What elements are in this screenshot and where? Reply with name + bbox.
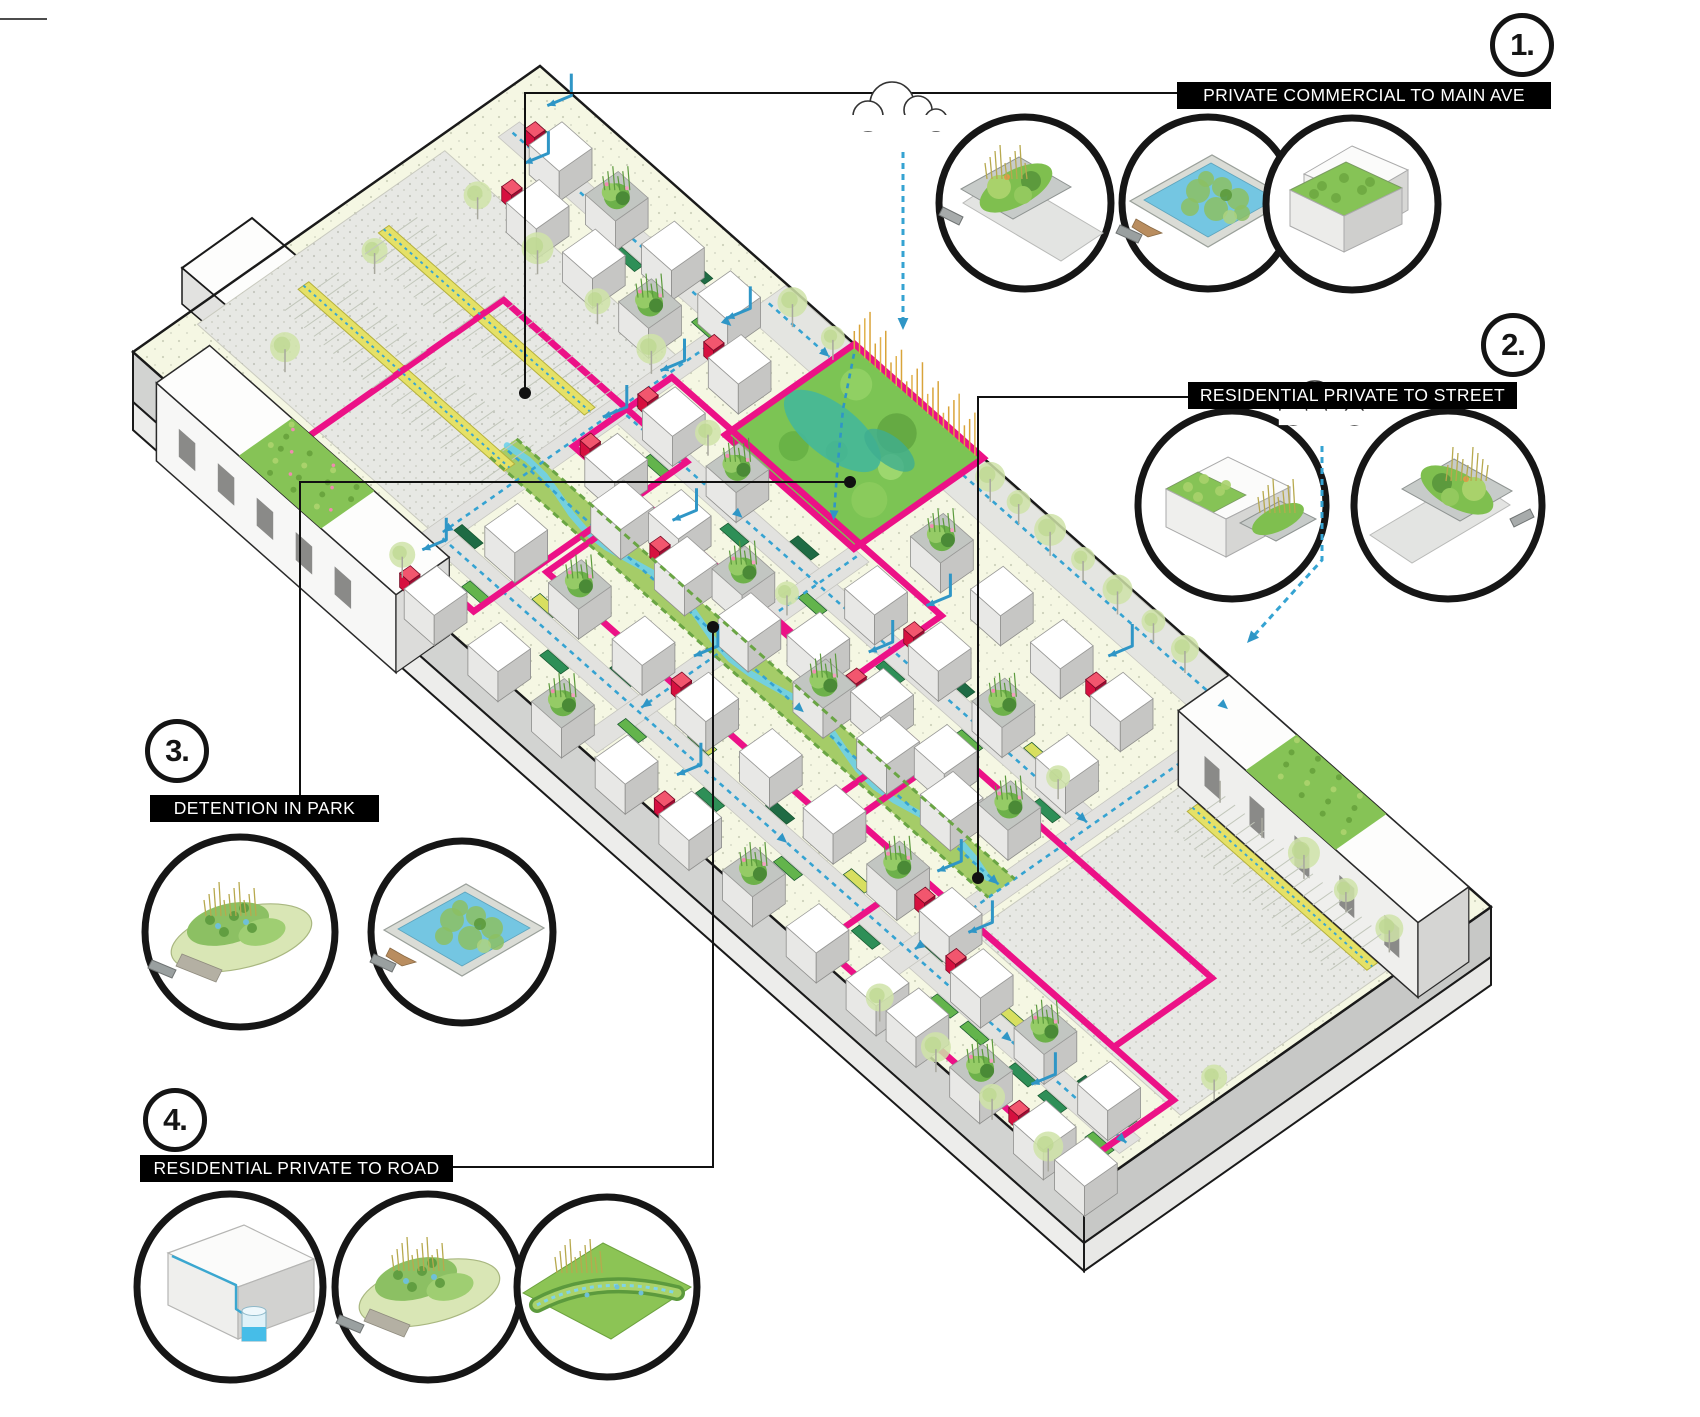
tree: [521, 232, 554, 265]
tree: [1333, 877, 1358, 902]
green-roof-commercial-building-icon: [1288, 145, 1410, 253]
tree: [463, 181, 492, 210]
house-with-roof-planter: [949, 1043, 1014, 1125]
tree: [1006, 490, 1031, 515]
house-cube: [1089, 671, 1154, 753]
label-residential-private-to-street: RESIDENTIAL PRIVATE TO STREET: [1188, 382, 1517, 409]
tree: [774, 581, 799, 606]
callout-badge-3: 3.: [145, 719, 209, 783]
park-detention-pond-icon: [335, 1236, 501, 1338]
vegetated-detention-basin-icon: [1115, 154, 1292, 248]
house-cube: [561, 228, 626, 310]
tree: [920, 1032, 951, 1063]
callout-badge-4: 4.: [143, 1088, 207, 1152]
vignette-circle-vegetated-swale: [513, 1193, 701, 1381]
house-cube: [484, 502, 549, 584]
vignette-circle-streetside-stormwater-planter: [1350, 407, 1546, 603]
house-with-roof-planter: [909, 512, 974, 594]
tree: [695, 419, 721, 446]
house-cube: [717, 592, 782, 673]
house-cube: [1053, 1136, 1118, 1218]
tree: [820, 325, 845, 350]
badge-number: 4.: [163, 1102, 188, 1137]
callout-badge-1: 1.: [1490, 13, 1554, 77]
vignette-circle-park-detention-pond: [331, 1190, 525, 1384]
house-cube: [1077, 1060, 1142, 1142]
house-cube: [594, 734, 659, 816]
house-cube: [844, 565, 909, 646]
tree: [1287, 836, 1320, 869]
tree: [1375, 914, 1404, 943]
tree: [1071, 546, 1096, 571]
tree: [636, 333, 667, 364]
tree: [1033, 1131, 1064, 1162]
commercial-building-nw-green-roof: [155, 344, 451, 675]
house-cube: [1029, 618, 1094, 700]
house-with-roof-planter: [584, 170, 649, 252]
streetside-stormwater-planter-icon: [938, 144, 1104, 262]
house-cube: [738, 727, 803, 809]
tree: [584, 288, 611, 315]
house-with-roof-planter: [1013, 1004, 1078, 1086]
green-roof-house-with-planter-icon: [1164, 456, 1318, 558]
badge-number: 2.: [1501, 327, 1526, 362]
rain-cloud-main-icon: [852, 81, 948, 132]
badge-number: 1.: [1510, 27, 1535, 62]
streetside-stormwater-planter-icon: [1369, 446, 1535, 564]
tree: [361, 238, 388, 265]
label-residential-private-to-road: RESIDENTIAL PRIVATE TO ROAD: [140, 1155, 453, 1182]
tree: [270, 332, 301, 363]
tree: [975, 461, 1006, 492]
label-detention-in-park: DETENTION IN PARK: [150, 795, 379, 822]
tree: [1201, 1064, 1228, 1091]
house-cube: [856, 714, 921, 796]
house-cube: [640, 220, 705, 302]
house-cube: [949, 948, 1014, 1029]
label-private-commercial-to-main-ave: PRIVATE COMMERCIAL TO MAIN AVE: [1177, 82, 1551, 109]
tree: [1102, 574, 1133, 605]
tree: [1170, 635, 1199, 664]
house-with-roof-planter: [721, 846, 786, 928]
tree: [389, 541, 416, 568]
tree: [777, 287, 808, 318]
callout-badge-2: 2.: [1481, 313, 1545, 377]
vignette-circle-streetside-stormwater-planter: [935, 113, 1115, 293]
vignette-circle-vegetated-detention-basin: [367, 837, 557, 1027]
house-with-roof-planter: [866, 840, 931, 922]
house-cube: [802, 784, 867, 866]
house-cube: [403, 565, 468, 647]
park-detention-pond-icon: [147, 881, 313, 983]
leader-lines: [299, 92, 1188, 1168]
tree: [1141, 609, 1166, 634]
tree: [979, 1083, 1006, 1110]
vegetated-detention-basin-icon: [369, 883, 546, 977]
house-cube: [707, 334, 772, 415]
tree: [1046, 765, 1071, 790]
vignette-circle-green-roof-house-with-planter: [1134, 407, 1330, 603]
house-cube: [785, 903, 850, 984]
house-cube: [467, 621, 532, 703]
vegetated-swale-icon: [521, 1238, 693, 1340]
park-detention-area: [725, 344, 984, 549]
vignette-circle-green-roof-commercial-building: [1262, 114, 1442, 294]
zone-outline: [719, 339, 989, 553]
house-cube: [907, 621, 972, 703]
house-with-roof-planter: [971, 677, 1036, 759]
vignette-circle-park-detention-pond: [141, 833, 339, 1031]
tree: [865, 983, 894, 1012]
vignette-circle-rooftop-cistern-building: [133, 1190, 327, 1384]
badge-number: 3.: [165, 733, 190, 768]
tree: [1034, 513, 1067, 546]
house-cube: [611, 615, 676, 697]
rooftop-cistern-building-icon: [166, 1224, 316, 1342]
